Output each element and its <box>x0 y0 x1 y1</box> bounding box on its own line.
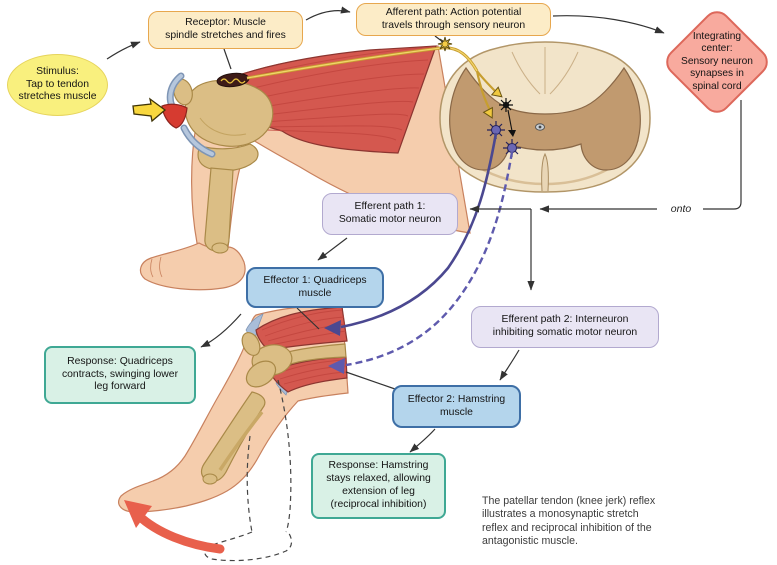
patellar-tendon-tap-point <box>161 103 188 129</box>
arrow-effector2-response2 <box>409 428 436 453</box>
tap-arrow-icon <box>132 97 167 123</box>
arrow-efferent2-effector2 <box>499 349 520 381</box>
inhibitory-dashed-path <box>345 151 514 367</box>
synapse-terminal-2 <box>482 106 493 119</box>
efferent-path-1-label: Efferent path 1: Somatic motor neuron <box>338 201 442 225</box>
arrow-muscle-response1 <box>200 313 242 348</box>
node-stimulus: Stimulus: Tap to tendon stretches muscle <box>7 54 108 116</box>
condyle-contour <box>199 117 247 136</box>
response-2-label: Response: Hamstring stays relaxed, allow… <box>326 460 431 510</box>
motor-neuron-2 <box>503 139 521 157</box>
arrow-stimulus-receptor <box>106 41 141 60</box>
arrow-afferent-integrating <box>552 15 665 34</box>
pointer-effector1-muscle <box>296 307 320 330</box>
kicking-leg-illustration <box>118 304 349 562</box>
node-effector-2: Effector 2: Hamstring muscle <box>392 385 521 428</box>
receptor-label: Receptor: Muscle spindle stretches and f… <box>165 17 286 41</box>
interneuron-body <box>502 101 510 109</box>
node-response-1: Response: Quadriceps contracts, swinging… <box>44 346 196 404</box>
canal-dot <box>538 125 542 129</box>
foot <box>139 242 246 291</box>
anterior-fissure <box>541 152 549 192</box>
line-integrating-onto <box>703 100 742 210</box>
figure-caption: The patellar tendon (knee jerk) reflex i… <box>482 495 656 548</box>
motor2-body <box>507 143 517 153</box>
pointer-receptor-spindle <box>223 48 232 70</box>
spindle-coil <box>220 78 246 84</box>
stimulus-label: Stimulus: Tap to tendon stretches muscle <box>18 65 97 103</box>
flow-arrows <box>106 6 742 453</box>
toe-lines <box>150 256 163 278</box>
node-effector-1: Effector 1: Quadriceps muscle <box>246 267 384 308</box>
cord-top-creases <box>511 47 579 95</box>
node-response-2: Response: Hamstring stays relaxed, allow… <box>311 453 446 519</box>
tibia-shaft-2 <box>200 391 266 483</box>
kick-arrow-head <box>124 500 152 528</box>
dashed-path-terminal <box>328 358 345 374</box>
femur-condyle <box>184 79 274 147</box>
upper-leg-illustration <box>132 45 471 291</box>
node-efferent-path-2: Efferent path 2: Interneuron inhibiting … <box>471 306 659 348</box>
solid-path-terminal <box>324 320 341 336</box>
tendon-lower <box>182 126 214 156</box>
integrating-center-label: Integrating center: Sensory neuron synap… <box>681 30 753 92</box>
ankle-bone <box>211 242 229 254</box>
motor-neuron-1 <box>487 121 505 139</box>
node-receptor: Receptor: Muscle spindle stretches and f… <box>148 11 303 49</box>
response-1-label: Response: Quadriceps contracts, swinging… <box>61 355 179 393</box>
interneuron-axon <box>507 109 513 132</box>
gray-matter-butterfly <box>449 66 641 171</box>
synapse-terminal-1 <box>490 86 503 98</box>
pointer-hamstring-effector2 <box>345 371 396 390</box>
effector-1-label: Effector 1: Quadriceps muscle <box>263 274 367 299</box>
quadriceps-muscle-2 <box>255 306 348 351</box>
interneuron-axon-arrow <box>508 130 516 137</box>
motor-neuron-solid-path <box>340 132 498 329</box>
sensory-neuron-path <box>246 36 503 119</box>
arrow-efferent1-effector1 <box>317 237 348 261</box>
sensory-axon-inner <box>246 47 478 79</box>
onto-connector-label: onto <box>659 201 703 217</box>
interneuron <box>499 98 516 137</box>
node-afferent-path: Afferent path: Action potential travels … <box>356 3 551 36</box>
ankle-bone-2 <box>202 473 218 485</box>
fibula <box>218 410 264 471</box>
patella-2 <box>241 332 261 356</box>
afferent-path-label: Afferent path: Action potential travels … <box>381 6 526 31</box>
effector-2-label: Effector 2: Hamstring muscle <box>407 393 506 418</box>
kick-arrow-icon <box>133 510 225 554</box>
tibia-head-2 <box>245 360 277 388</box>
dashed-leg-outline <box>204 379 293 562</box>
arrow-receptor-afferent <box>305 6 351 21</box>
efferent-path-2-label: Efferent path 2: Interneuron inhibiting … <box>492 314 638 338</box>
pointer-afferent-star <box>434 35 444 43</box>
node-efferent-path-1: Efferent path 1: Somatic motor neuron <box>322 193 458 235</box>
